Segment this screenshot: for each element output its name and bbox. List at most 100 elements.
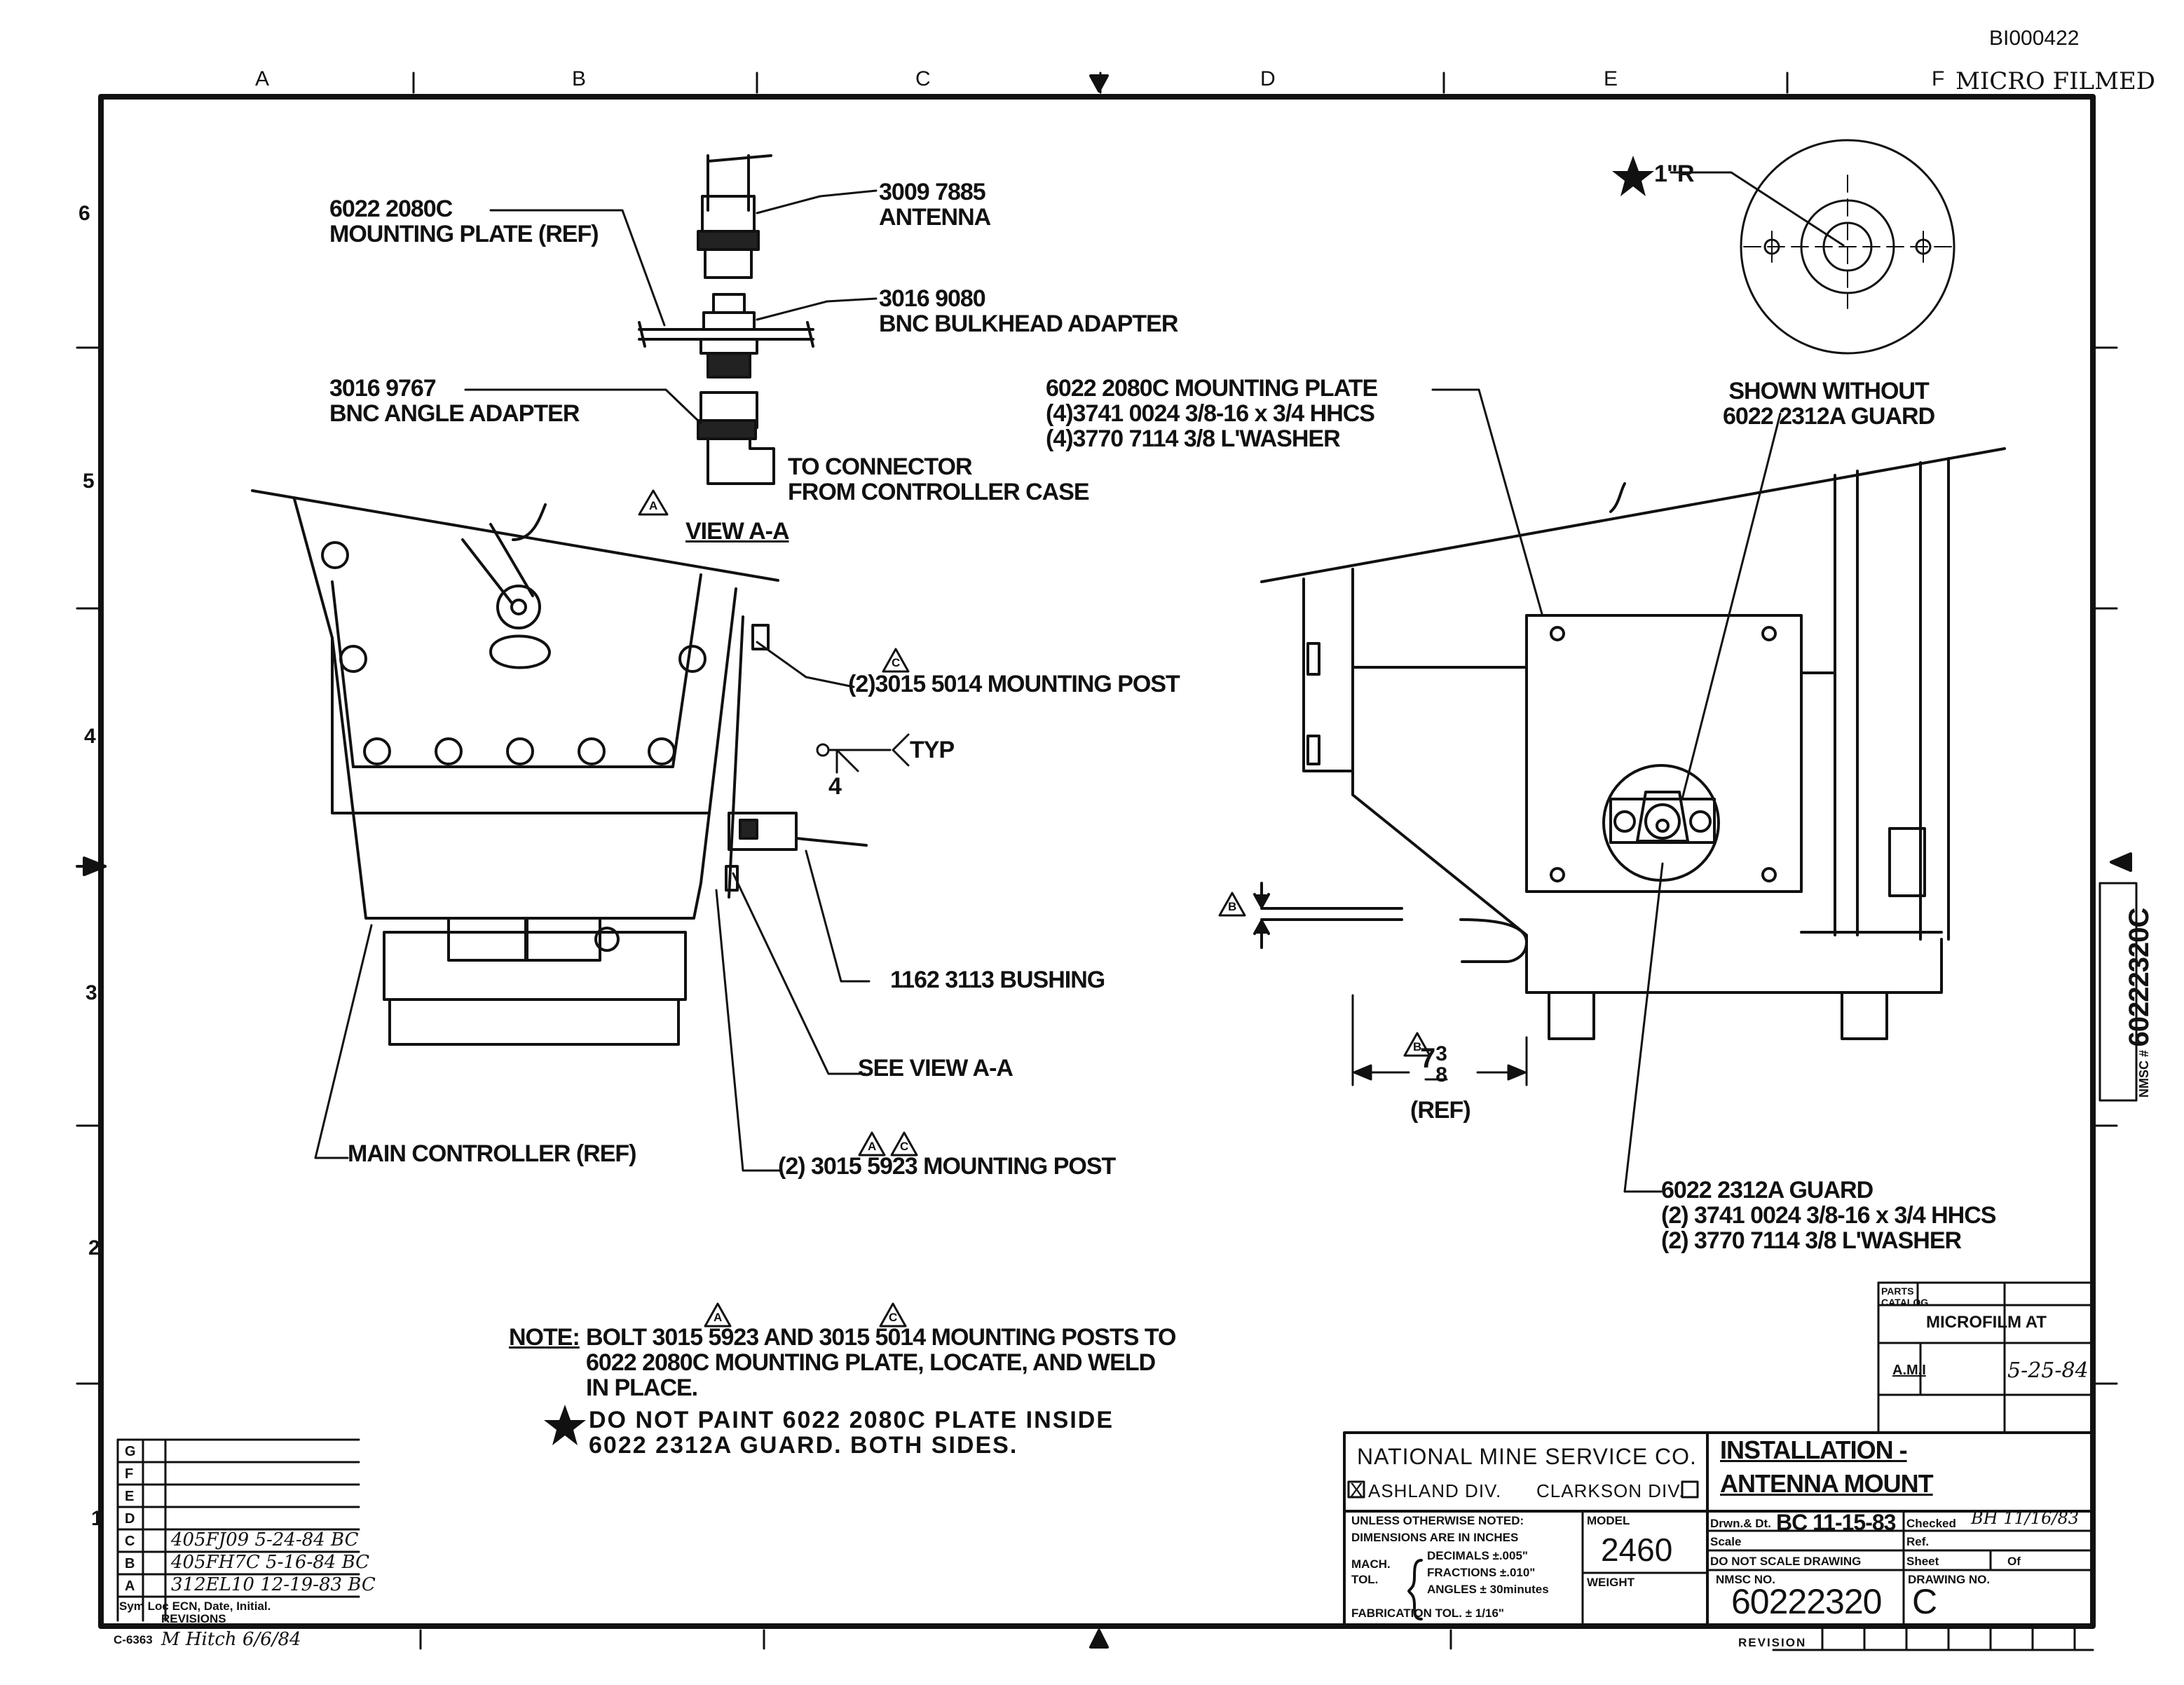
radius-label: 1"R	[1654, 161, 1695, 187]
parts-catalog-lines	[1877, 1281, 2094, 1434]
zone-col-a: A	[255, 67, 270, 90]
rev-marker: C	[900, 1140, 909, 1153]
division-2: CLARKSON DIV.	[1536, 1480, 1685, 1501]
fabrication-tolerance: FABRICATION TOL. ± 1/16"	[1351, 1606, 1504, 1620]
rev-letter-a: A	[125, 1578, 135, 1594]
scale-label: Scale	[1710, 1535, 1742, 1548]
rev-marker: A	[868, 1140, 877, 1153]
view-aa-title: VIEW A-A	[685, 518, 790, 545]
company-name: NATIONAL MINE SERVICE CO.	[1357, 1444, 1697, 1469]
revision-triangle-icons	[638, 489, 1431, 1328]
model-number: 2460	[1601, 1531, 1673, 1568]
zone-row-4: 4	[84, 725, 96, 748]
title-block-lines	[1343, 1431, 2094, 1651]
callout-bushing: 1162 3113 BUSHING	[890, 967, 1105, 993]
rev-marker: C	[889, 1311, 898, 1324]
leaders-view-aa	[464, 189, 878, 425]
tolerance-fractions: FRACTIONS ±.010"	[1427, 1566, 1536, 1579]
zone-row-1: 1	[91, 1507, 103, 1530]
side-label-box	[2098, 882, 2138, 1102]
leaders-main-view	[314, 641, 871, 1172]
nmsc-number: 60222320	[1731, 1582, 1882, 1621]
revision-entry-a: 312EL10 12-19-83 BC	[171, 1574, 376, 1595]
tolerance-note-2: DIMENSIONS ARE IN INCHES	[1351, 1531, 1519, 1544]
star-icon	[544, 1405, 586, 1445]
revision-label: REVISION	[1738, 1636, 1807, 1649]
center-arrow-bottom	[1089, 1629, 1109, 1649]
weld-symbol	[816, 733, 910, 774]
ami-label: A.M.I	[1892, 1363, 1926, 1378]
approval-signature: M Hitch 6/6/84	[161, 1629, 301, 1650]
zone-row-5: 5	[83, 470, 95, 493]
callout-guard: 6022 2312A GUARD(2) 3741 0024 3/8-16 x 3…	[1661, 1177, 1996, 1254]
rev-letter-f: F	[125, 1466, 134, 1482]
weld-size-label: 4	[828, 773, 842, 800]
division-1: ASHLAND DIV.	[1368, 1480, 1502, 1501]
microfilmed-stamp: MICRO FILMED	[1956, 67, 2156, 95]
center-arrow-right	[2110, 852, 2132, 872]
revision-letter: C	[1912, 1582, 1938, 1621]
zone-col-b: B	[572, 67, 587, 90]
rev-marker: B	[1228, 900, 1237, 913]
side-drawing-number: NMSC # 60222320C	[2124, 908, 2155, 1098]
tolerance-note-1: UNLESS OTHERWISE NOTED:	[1351, 1514, 1524, 1527]
note-body: BOLT 3015 5923 AND 3015 5014 MOUNTING PO…	[586, 1324, 1176, 1401]
dimension-ref: (REF)	[1410, 1097, 1471, 1124]
note-label: NOTE:	[509, 1324, 580, 1351]
view-aa-assembly	[638, 154, 814, 485]
checked-label: Checked	[1906, 1517, 1956, 1530]
model-label: MODEL	[1587, 1514, 1630, 1527]
tolerance-angles: ANGLES ± 30minutes	[1427, 1583, 1549, 1596]
weld-typ-label: TYP	[910, 737, 955, 763]
do-not-scale-label: DO NOT SCALE DRAWING	[1710, 1555, 1862, 1568]
drawing-title-line-1: INSTALLATION -	[1720, 1435, 1908, 1464]
revisions-header: Sym Loc ECN, Date, Initial.	[119, 1599, 271, 1613]
drawing-no-label: DRAWING NO.	[1908, 1573, 1991, 1586]
zone-col-c: C	[915, 67, 931, 90]
nmsc-no-label: NMSC NO.	[1716, 1573, 1775, 1586]
checked-by: BH 11/16/83	[1971, 1508, 2079, 1528]
form-number: C-6363	[114, 1633, 153, 1646]
division-1-checkbox-mark: X	[1350, 1479, 1363, 1501]
center-arrow-top	[1089, 74, 1109, 93]
of-label: Of	[2007, 1555, 2021, 1568]
drawing-border	[98, 94, 2096, 1629]
callout-main-controller: MAIN CONTROLLER (REF)	[348, 1140, 637, 1167]
zone-row-6: 6	[79, 202, 90, 225]
callout-see-view: SEE VIEW A-A	[858, 1055, 1013, 1082]
revisions-title: REVISIONS	[161, 1612, 226, 1625]
zone-row-2: 2	[88, 1236, 100, 1260]
tolerance-tol: TOL.	[1351, 1573, 1379, 1586]
rev-letter-g: G	[125, 1444, 136, 1459]
rev-letter-b: B	[125, 1556, 135, 1571]
rev-letter-c: C	[125, 1534, 135, 1549]
parts-catalog-label: PARTS CATALOG	[1881, 1285, 1929, 1308]
ref-label: Ref.	[1906, 1535, 1930, 1548]
weight-label: WEIGHT	[1587, 1576, 1634, 1589]
revision-entry-c: 405FJ09 5-24-84 BC	[171, 1529, 359, 1550]
zone-ticks	[76, 71, 2118, 1650]
rev-marker: B	[1413, 1040, 1422, 1053]
zone-row-3: 3	[86, 981, 97, 1004]
rev-marker: A	[649, 499, 658, 512]
revisions-table-lines	[116, 1438, 360, 1622]
tolerance-mach: MACH.	[1351, 1557, 1391, 1571]
revision-entry-b: 405FH7C 5-16-84 BC	[171, 1552, 370, 1573]
drawn-label: Drwn.& Dt.	[1710, 1517, 1771, 1530]
rev-marker: C	[892, 656, 901, 669]
zone-col-e: E	[1604, 67, 1618, 90]
dimension-7-3-8	[1351, 994, 1528, 1086]
drawn-by: BC 11-15-83	[1776, 1510, 1896, 1535]
rev-letter-e: E	[125, 1489, 135, 1504]
drawing-title-line-2: ANTENNA MOUNT	[1720, 1469, 1934, 1498]
zone-col-d: D	[1260, 67, 1276, 90]
sheet-label: Sheet	[1906, 1555, 1939, 1568]
